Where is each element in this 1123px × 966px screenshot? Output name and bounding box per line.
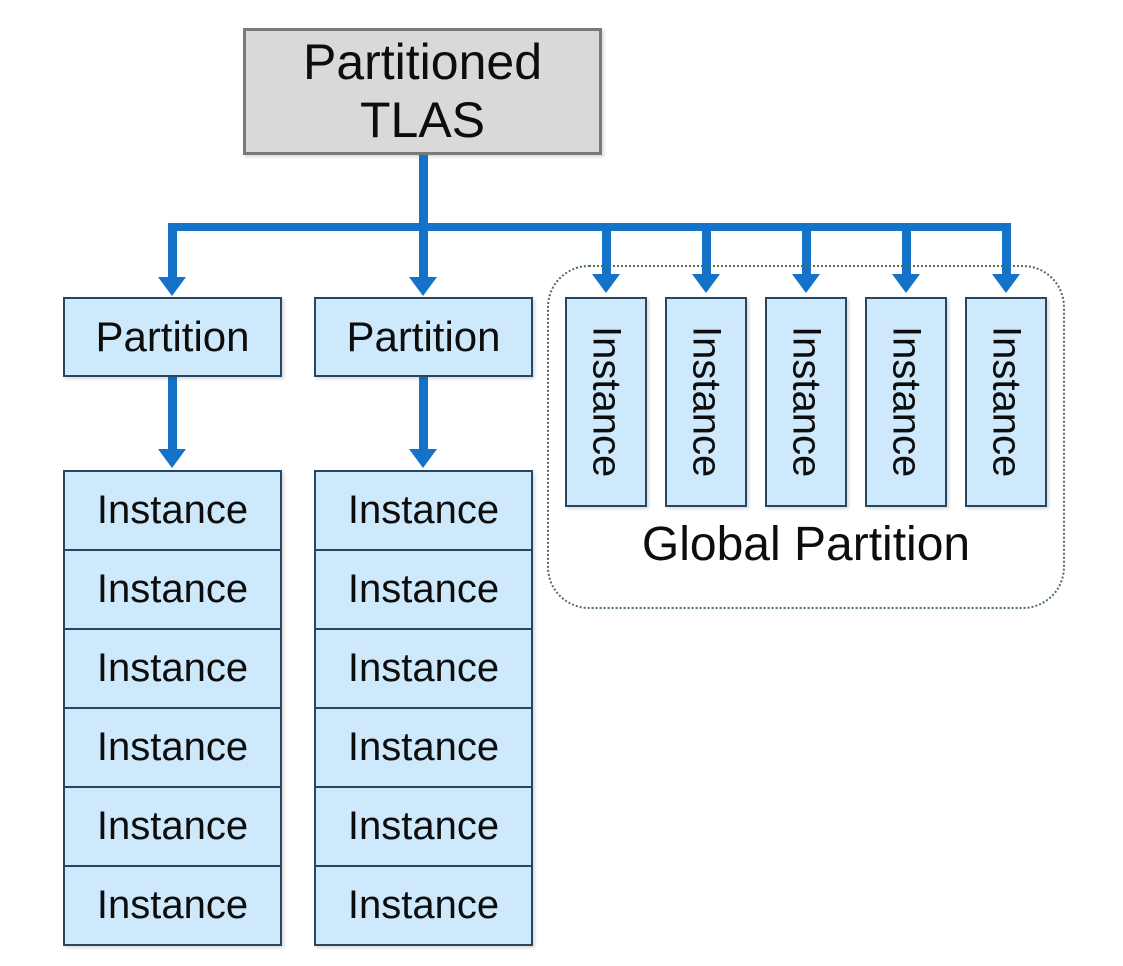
instance-label: Instance	[347, 804, 500, 848]
global-instance-2-label: Instance	[684, 326, 729, 478]
global-instance-box-2: Instance	[665, 297, 747, 507]
global-instance-box-4: Instance	[865, 297, 947, 507]
instance-label: Instance	[347, 725, 500, 769]
instance-label: Instance	[96, 804, 249, 848]
partition-1-label: Partition	[95, 313, 250, 360]
instance-label: Instance	[96, 567, 249, 611]
global-instance-3-label: Instance	[784, 326, 829, 478]
instance-cell: Instance	[316, 630, 531, 709]
instance-cell: Instance	[316, 709, 531, 788]
instance-label: Instance	[347, 488, 500, 532]
connector-partition1-to-stack	[168, 377, 177, 450]
global-instance-box-3: Instance	[765, 297, 847, 507]
connector-drop-global-instance-4	[902, 223, 911, 275]
instance-label: Instance	[347, 646, 500, 690]
arrowhead-partition-2-icon	[409, 277, 437, 296]
arrowhead-partition-1-icon	[158, 277, 186, 296]
global-instance-5-label: Instance	[984, 326, 1029, 478]
instance-label: Instance	[96, 488, 249, 532]
instance-cell: Instance	[65, 472, 280, 551]
connector-drop-partition-1	[168, 223, 177, 278]
connector-drop-global-instance-2	[702, 223, 711, 275]
connector-drop-global-instance-5	[1002, 223, 1011, 275]
connector-horizontal-bus	[168, 223, 1010, 231]
global-partition-region	[547, 265, 1065, 609]
partition-box-1: Partition	[63, 297, 282, 377]
instance-cell: Instance	[316, 867, 531, 944]
global-instance-box-5: Instance	[965, 297, 1047, 507]
instance-label: Instance	[96, 883, 249, 927]
arrowhead-stack-1-icon	[158, 449, 186, 468]
connector-root-stem	[419, 155, 428, 278]
global-partition-label: Global Partition	[641, 518, 971, 571]
instance-label: Instance	[347, 883, 500, 927]
connector-partition2-to-stack	[419, 377, 428, 450]
global-instance-1-label: Instance	[584, 326, 629, 478]
global-instance-box-1: Instance	[565, 297, 647, 507]
instance-label: Instance	[347, 567, 500, 611]
partitioned-tlas-label-line2: TLAS	[359, 91, 486, 148]
arrowhead-global-instance-2-icon	[692, 274, 720, 293]
partitioned-tlas-label-line1: Partitioned	[302, 34, 543, 90]
instance-cell: Instance	[316, 551, 531, 630]
instance-cell: Instance	[65, 788, 280, 867]
partition-box-2: Partition	[314, 297, 533, 377]
instance-stack-2: Instance Instance Instance Instance Inst…	[314, 470, 533, 946]
partitioned-tlas-box: Partitioned TLAS	[243, 28, 602, 155]
partition-2-label: Partition	[346, 313, 501, 360]
instance-cell: Instance	[316, 472, 531, 551]
connector-drop-global-instance-1	[602, 223, 611, 275]
connector-drop-global-instance-3	[802, 223, 811, 275]
arrowhead-global-instance-1-icon	[592, 274, 620, 293]
instance-label: Instance	[96, 646, 249, 690]
instance-cell: Instance	[65, 867, 280, 944]
arrowhead-global-instance-3-icon	[792, 274, 820, 293]
instance-cell: Instance	[316, 788, 531, 867]
global-instance-4-label: Instance	[884, 326, 929, 478]
arrowhead-stack-2-icon	[409, 449, 437, 468]
arrowhead-global-instance-5-icon	[992, 274, 1020, 293]
instance-label: Instance	[96, 725, 249, 769]
arrowhead-global-instance-4-icon	[892, 274, 920, 293]
instance-stack-1: Instance Instance Instance Instance Inst…	[63, 470, 282, 946]
instance-cell: Instance	[65, 551, 280, 630]
instance-cell: Instance	[65, 709, 280, 788]
instance-cell: Instance	[65, 630, 280, 709]
